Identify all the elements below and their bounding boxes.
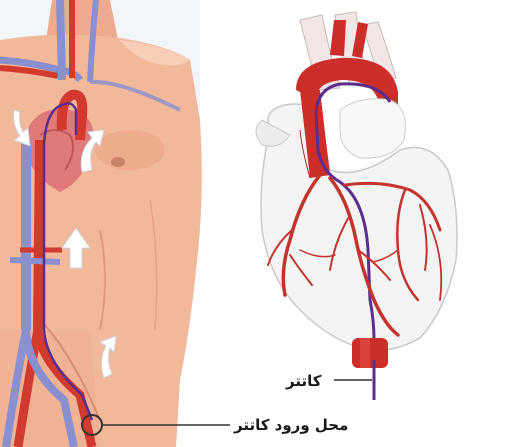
catheter-label: کاتتر xyxy=(286,372,321,390)
chest-shade xyxy=(95,130,165,170)
aorta-stub-highlight xyxy=(360,338,370,368)
nipple xyxy=(111,157,125,167)
pulmonary-trunk xyxy=(340,99,405,158)
descending-aorta xyxy=(38,140,40,330)
catheter-entry-site-label: محل ورود کاتتر xyxy=(234,416,348,434)
renal-vein xyxy=(10,260,60,262)
torso-figure xyxy=(0,0,202,447)
jugular-vein xyxy=(60,0,62,80)
